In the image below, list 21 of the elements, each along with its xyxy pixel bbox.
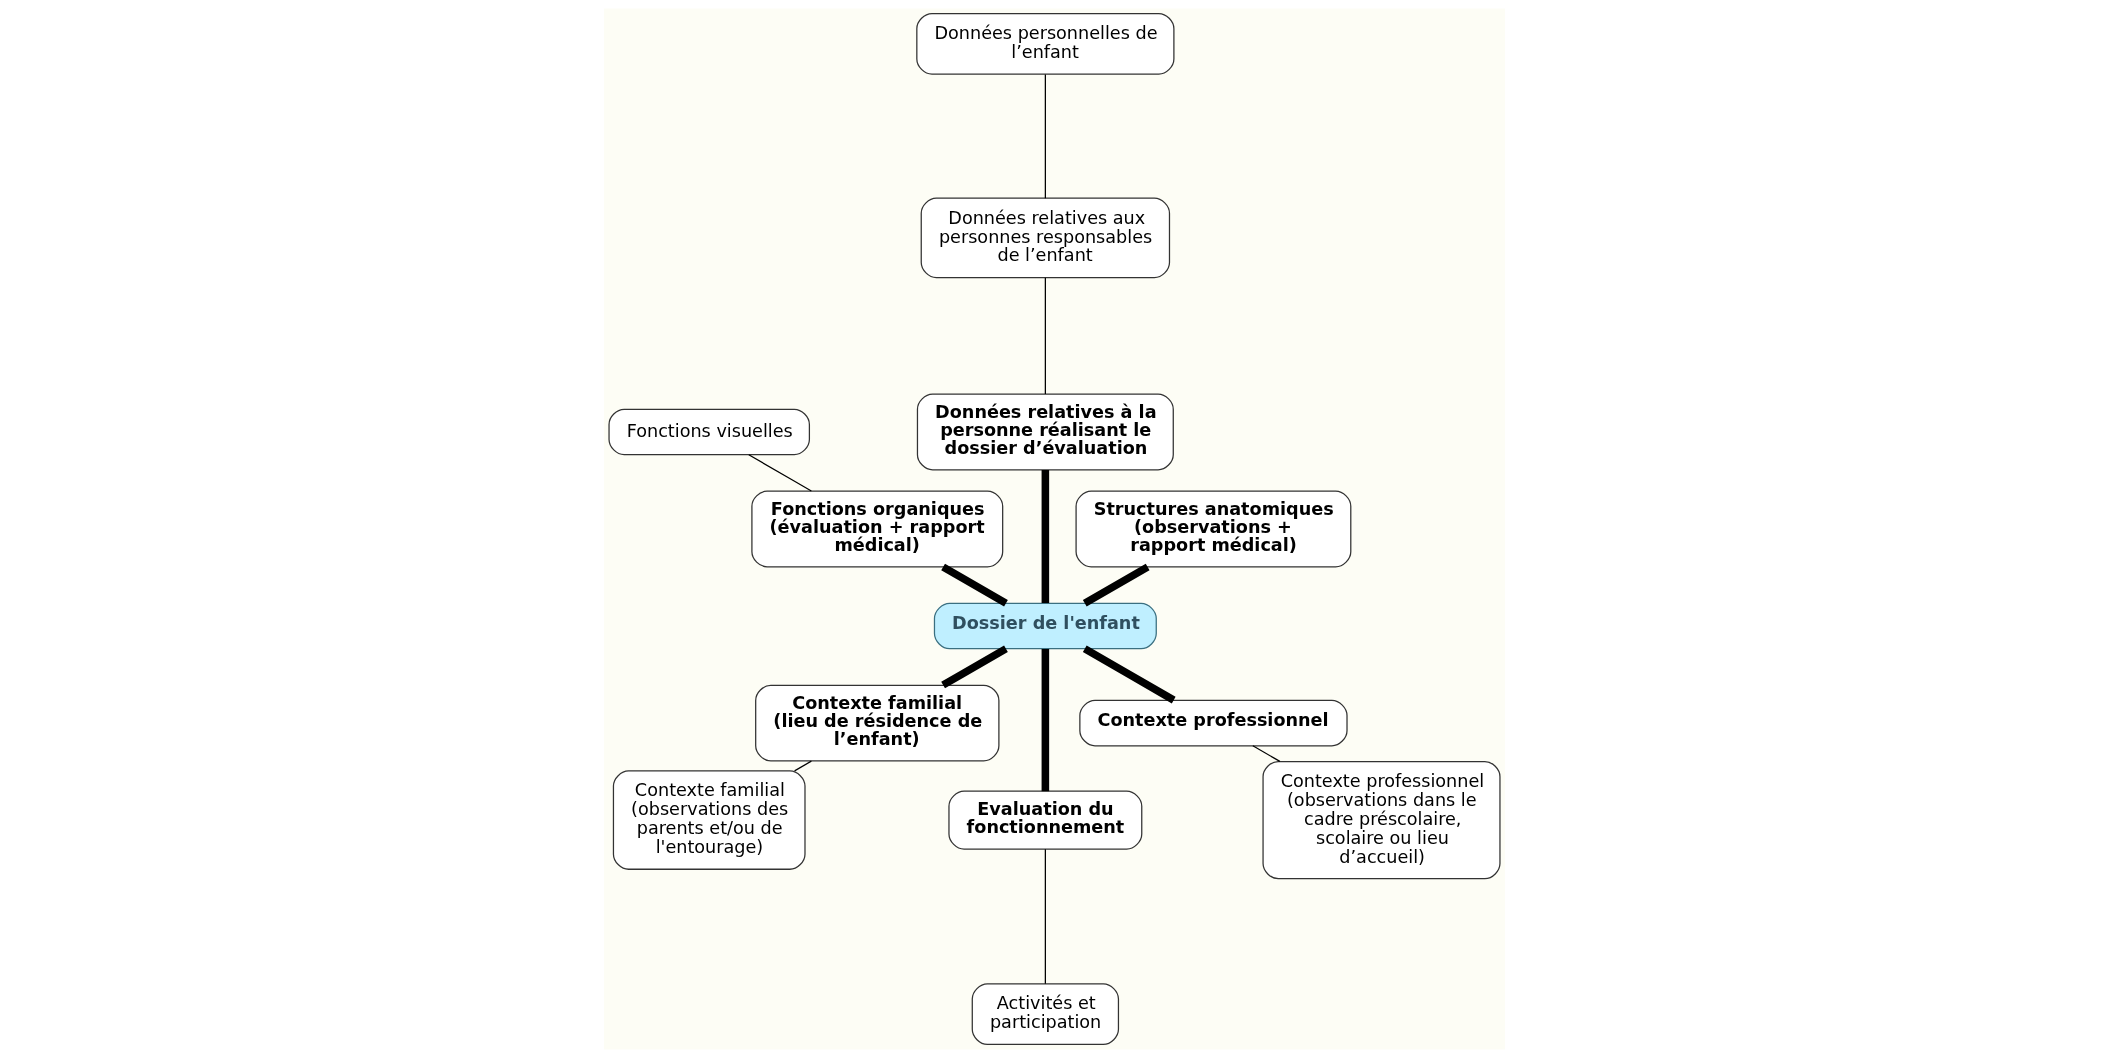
node-box: Données relatives à la personne réalisant le dossier d’évaluation bbox=[916, 393, 1174, 471]
connector bbox=[1044, 848, 1046, 985]
connector bbox=[1251, 745, 1280, 763]
connector bbox=[1041, 469, 1049, 603]
node-box: Données personnelles de l’enfant bbox=[915, 12, 1175, 75]
node-box: Contexte professionnel bbox=[1078, 699, 1348, 747]
node-box: Contexte professionnel (observations dans le cadre préscolaire, scolaire ou lieu d’accueil) bbox=[1261, 760, 1501, 880]
node-box: Contexte familial (lieu de résidence de l’enfant) bbox=[754, 684, 999, 762]
connector bbox=[1041, 649, 1049, 792]
node-box: Contexte familial (observations des parents et/ou de l'entourage) bbox=[612, 770, 806, 870]
node-box: Données relatives aux personnes responsables de l’enfant bbox=[920, 197, 1170, 279]
node-box: Evaluation du fonctionnement bbox=[947, 790, 1142, 850]
node-box: Dossier de l'enfant bbox=[933, 602, 1157, 650]
connector bbox=[1044, 73, 1046, 199]
node-box: Fonctions organiques (évaluation + rapport médical) bbox=[750, 490, 1003, 568]
connector bbox=[747, 454, 812, 492]
connector bbox=[1044, 277, 1046, 395]
node-box: Structures anatomiques (observations + rapport médical) bbox=[1074, 490, 1351, 568]
node-box: Fonctions visuelles bbox=[607, 408, 810, 456]
node-box: Activités et participation bbox=[971, 983, 1119, 1046]
connector bbox=[793, 760, 812, 772]
